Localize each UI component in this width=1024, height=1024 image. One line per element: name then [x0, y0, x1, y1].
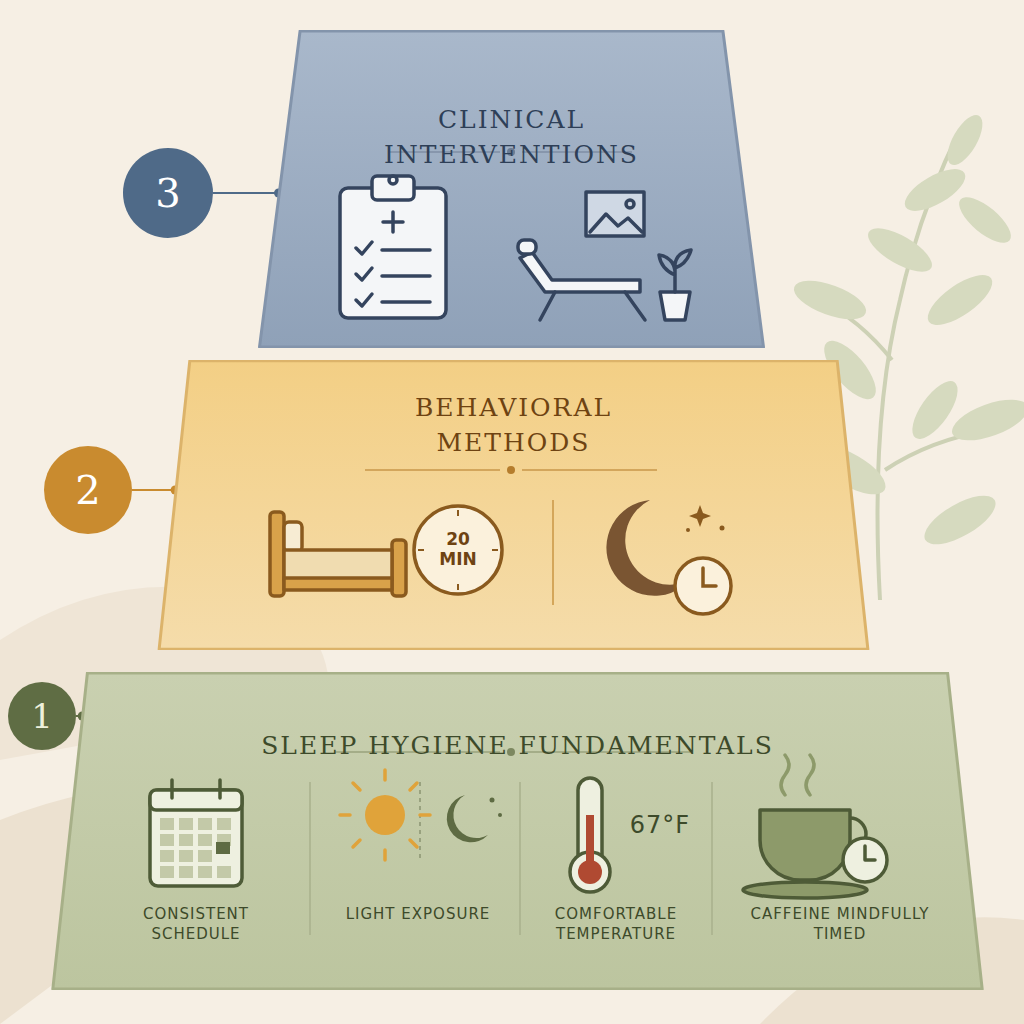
- icon-caption: CONSISTENT SCHEDULE: [111, 905, 281, 944]
- callout-number: 1: [31, 696, 53, 736]
- leader-line: [132, 489, 175, 491]
- calendar-cell: [179, 834, 193, 846]
- calendar-cell: [217, 866, 231, 878]
- callout-number: 3: [155, 170, 180, 216]
- band-outline: [53, 673, 982, 989]
- band-outline: [159, 361, 868, 649]
- label-box: CONSISTENT SCHEDULE: [111, 905, 281, 944]
- band-title: CLINICAL INTERVENTIONS: [347, 102, 677, 172]
- calendar-cell: [160, 866, 174, 878]
- leader-connector: [132, 486, 180, 495]
- calendar-cell: [160, 834, 174, 846]
- icon-caption: COMFORTABLE TEMPERATURE: [531, 905, 701, 944]
- label-box: 67°F: [615, 810, 705, 841]
- label-box: COMFORTABLE TEMPERATURE: [531, 905, 701, 944]
- band-outline: [260, 31, 764, 347]
- band-title: BEHAVIORAL METHODS: [349, 390, 679, 460]
- label-box: 20 MIN: [428, 530, 488, 569]
- calendar-cell: [198, 818, 212, 830]
- calendar-cell: [217, 818, 231, 830]
- callout-number: 2: [75, 467, 100, 513]
- leader-line: [213, 192, 279, 194]
- pyramid-band: BEHAVIORAL METHODS: [157, 360, 870, 650]
- icon-caption: LIGHT EXPOSURE: [333, 905, 503, 925]
- label-box: LIGHT EXPOSURE: [333, 905, 503, 925]
- calendar-cell: [179, 850, 193, 862]
- icon-caption: CAFFEINE MINDFULLY TIMED: [740, 905, 940, 944]
- calendar-cell: [179, 818, 193, 830]
- calendar-cell: [160, 850, 174, 862]
- calendar-cell: [179, 866, 193, 878]
- label-box: CAFFEINE MINDFULLY TIMED: [740, 905, 940, 944]
- calendar-cell: [160, 818, 174, 830]
- calendar-cell: [198, 834, 212, 846]
- calendar-cell: [198, 850, 212, 862]
- calendar-cell: [198, 866, 212, 878]
- callout-circle: 1: [8, 682, 76, 750]
- callout-circle: 2: [44, 446, 132, 534]
- band-title: SLEEP HYGIENE FUNDAMENTALS: [168, 728, 868, 763]
- timer-label: 20 MIN: [428, 530, 488, 569]
- callout-circle: 3: [123, 148, 213, 238]
- leader-connector: [213, 189, 283, 198]
- temperature-value: 67°F: [615, 810, 705, 841]
